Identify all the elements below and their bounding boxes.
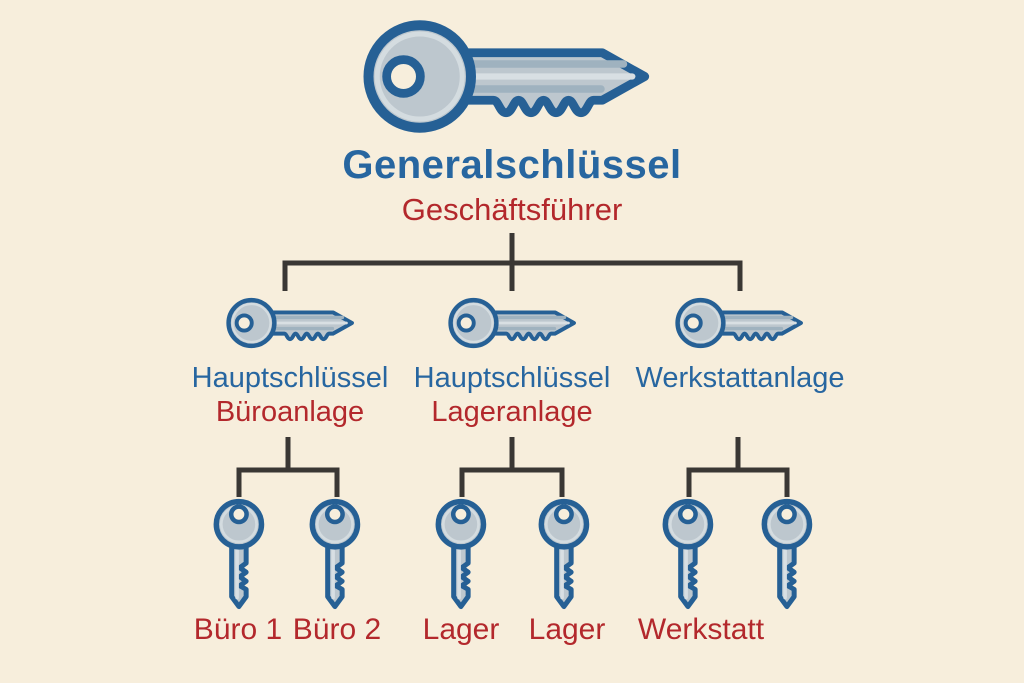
leaf-key-icon <box>305 498 363 612</box>
branch-key-icon <box>223 293 357 353</box>
leaf-key-icon <box>534 498 592 612</box>
master-key-icon <box>356 14 656 139</box>
leaf-label-lager-2: Lager <box>528 613 606 646</box>
root-owner-label: Geschäftsführer <box>401 192 623 227</box>
branch-title-lageranlage: Hauptschlüssel <box>413 362 611 394</box>
root-key-title: Generalschlüssel <box>342 143 682 187</box>
branch-title-bueroanlage: Hauptschlüssel <box>191 362 389 394</box>
leaf-key-icon <box>658 498 716 612</box>
branch-title-werkstattanlage: Werkstattanlage <box>635 362 845 394</box>
leaf-label-werkstatt: Werkstatt <box>637 613 765 646</box>
leaf-key-icon <box>209 498 267 612</box>
branch-key-icon <box>672 293 806 353</box>
branch-subtitle-lageranlage: Lageranlage <box>431 396 593 428</box>
branch-key-icon <box>445 293 579 353</box>
leaf-label-buero-2: Büro 2 <box>292 613 382 646</box>
leaf-key-icon <box>757 498 815 612</box>
leaf-key-icon <box>431 498 489 612</box>
leaf-label-lager-1: Lager <box>422 613 500 646</box>
branch-subtitle-bueroanlage: Büroanlage <box>215 396 365 428</box>
leaf-label-buero-1: Büro 1 <box>193 613 283 646</box>
